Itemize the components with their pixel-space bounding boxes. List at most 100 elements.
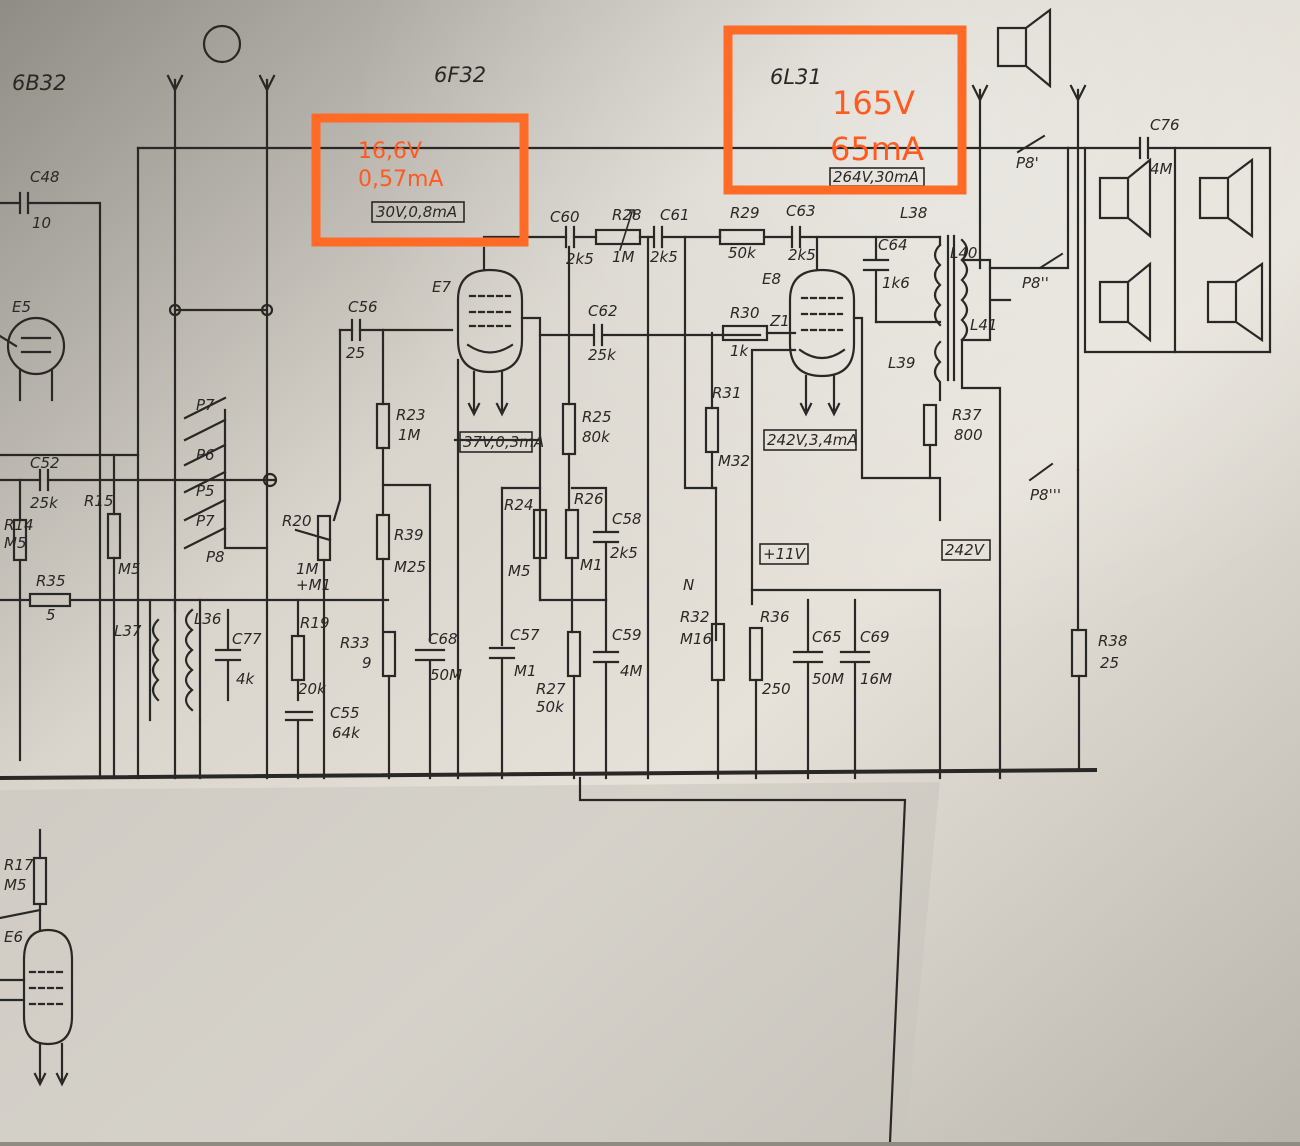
tube-6f32-label: 6F32 (434, 63, 486, 87)
e8-label: E8 (762, 270, 781, 288)
r30-label: R30 (730, 304, 760, 322)
e5-label: E5 (12, 298, 31, 316)
c62-label: C62 (588, 302, 618, 320)
e8-heater-boxed-value: 242V,3,4mA (767, 431, 858, 449)
l36-label: L36 (194, 610, 221, 628)
annotation-box-6l31 (723, 25, 967, 195)
c52-value: 25k (30, 494, 59, 512)
annotation-voltage-6f32: 16,6V (358, 139, 422, 164)
r39-label: R39 (394, 526, 424, 544)
annotation-box-6f32 (311, 113, 529, 247)
r24-label: R24 (504, 496, 534, 514)
l39-label: L39 (888, 354, 915, 372)
r19-label: R19 (300, 614, 330, 632)
e6-label: E6 (4, 928, 23, 946)
c48-value: 10 (32, 214, 51, 232)
z1-label: Z1 (769, 312, 790, 330)
r33-value: 9 (362, 654, 372, 672)
e7-label: E7 (432, 278, 451, 296)
c63-value: 2k5 (788, 246, 816, 264)
r20-value-2: +M1 (296, 576, 331, 594)
c68-label: C68 (428, 630, 458, 648)
r37-value: 800 (954, 426, 983, 444)
middle-stage (488, 209, 942, 1144)
p8-label: P8 (206, 548, 225, 566)
c55-value: 64k (332, 724, 361, 742)
r36-label: R36 (760, 608, 790, 626)
boxed-values: 30V,0,8mA 37V,0,3mA 264V,30mA 242V,3,4mA… (371, 167, 991, 565)
r29-label: R29 (730, 204, 760, 222)
c48-label: C48 (30, 168, 60, 186)
p8c-label: P8''' (1030, 486, 1061, 504)
c76-label: C76 (1150, 116, 1180, 134)
c58-label: C58 (612, 510, 642, 528)
c77-value: 4k (236, 670, 256, 688)
r20-label: R20 (282, 512, 312, 530)
r17-value: M5 (4, 876, 27, 894)
lower-page-sheet (0, 782, 940, 1142)
r35-value: 5 (46, 606, 56, 624)
r20-value: 1M (296, 560, 319, 578)
p7b-label: P7 (196, 512, 215, 530)
c57-label: C57 (510, 626, 540, 644)
r28-value: 1M (612, 248, 635, 266)
p7-label: P7 (196, 396, 215, 414)
r15-value: M5 (118, 560, 141, 578)
c63-label: C63 (786, 202, 816, 220)
l41-label: L41 (970, 316, 997, 334)
r23-value: 1M (398, 426, 421, 444)
c62-value: 25k (588, 346, 617, 364)
c76-value: 4M (1150, 160, 1173, 178)
r14-value: M5 (4, 534, 27, 552)
r23-label: R23 (396, 406, 426, 424)
c61-label: C61 (660, 206, 690, 224)
r27-label: R27 (536, 680, 566, 698)
r29-value: 50k (728, 244, 757, 262)
r31-value: M32 (718, 452, 750, 470)
labels: 6B32 6F32 6L31 E5 E7 E8 E6 C48 10 C52 25… (4, 63, 1180, 946)
242v-boxed-value: 242V (945, 541, 986, 559)
c68-value: 50M (430, 666, 462, 684)
r35-label: R35 (36, 572, 66, 590)
c64-label: C64 (878, 236, 908, 254)
plus-11v-boxed-value: +11V (763, 545, 807, 563)
r33-label: R33 (340, 634, 370, 652)
c59-value: 4M (620, 662, 643, 680)
e7-anode-boxed-value: 30V,0,8mA (376, 203, 457, 221)
orange-annotations: 16,6V 0,57mA 165V 65mA (311, 25, 967, 247)
r38-label: R38 (1098, 632, 1128, 650)
c57-value: M1 (514, 662, 537, 680)
e8-stage (748, 235, 942, 780)
c56-label: C56 (348, 298, 378, 316)
r26-label: R26 (574, 490, 604, 508)
l37-label: L37 (114, 622, 142, 640)
c60-label: C60 (550, 208, 580, 226)
n-label: N (683, 576, 694, 594)
c65-value: 50M (812, 670, 844, 688)
c59-label: C59 (612, 626, 642, 644)
rails (0, 146, 1098, 781)
r37-label: R37 (952, 406, 982, 424)
c77-label: C77 (232, 630, 262, 648)
r17-label: R17 (4, 856, 34, 874)
c65-label: C65 (812, 628, 842, 646)
r32-value: M16 (680, 630, 712, 648)
l38-label: L38 (900, 204, 927, 222)
r36-value: 250 (762, 680, 791, 698)
l40-label: L40 (950, 244, 977, 262)
r30-value: 1k (730, 342, 750, 360)
r32-label: R32 (680, 608, 710, 626)
e7-heater-boxed-value: 37V,0,3mA (463, 433, 544, 451)
annotation-voltage-6l31: 165V (832, 84, 915, 122)
r39-value: M25 (394, 558, 426, 576)
c69-value: 16M (860, 670, 892, 688)
tube-6l31-label: 6L31 (770, 65, 822, 89)
output-section (862, 7, 1272, 780)
annotation-current-6l31: 65mA (830, 130, 924, 168)
tube-6b32-label: 6B32 (12, 71, 67, 95)
r24-value: M5 (508, 562, 531, 580)
r25-value: 80k (582, 428, 611, 446)
c69-label: C69 (860, 628, 890, 646)
